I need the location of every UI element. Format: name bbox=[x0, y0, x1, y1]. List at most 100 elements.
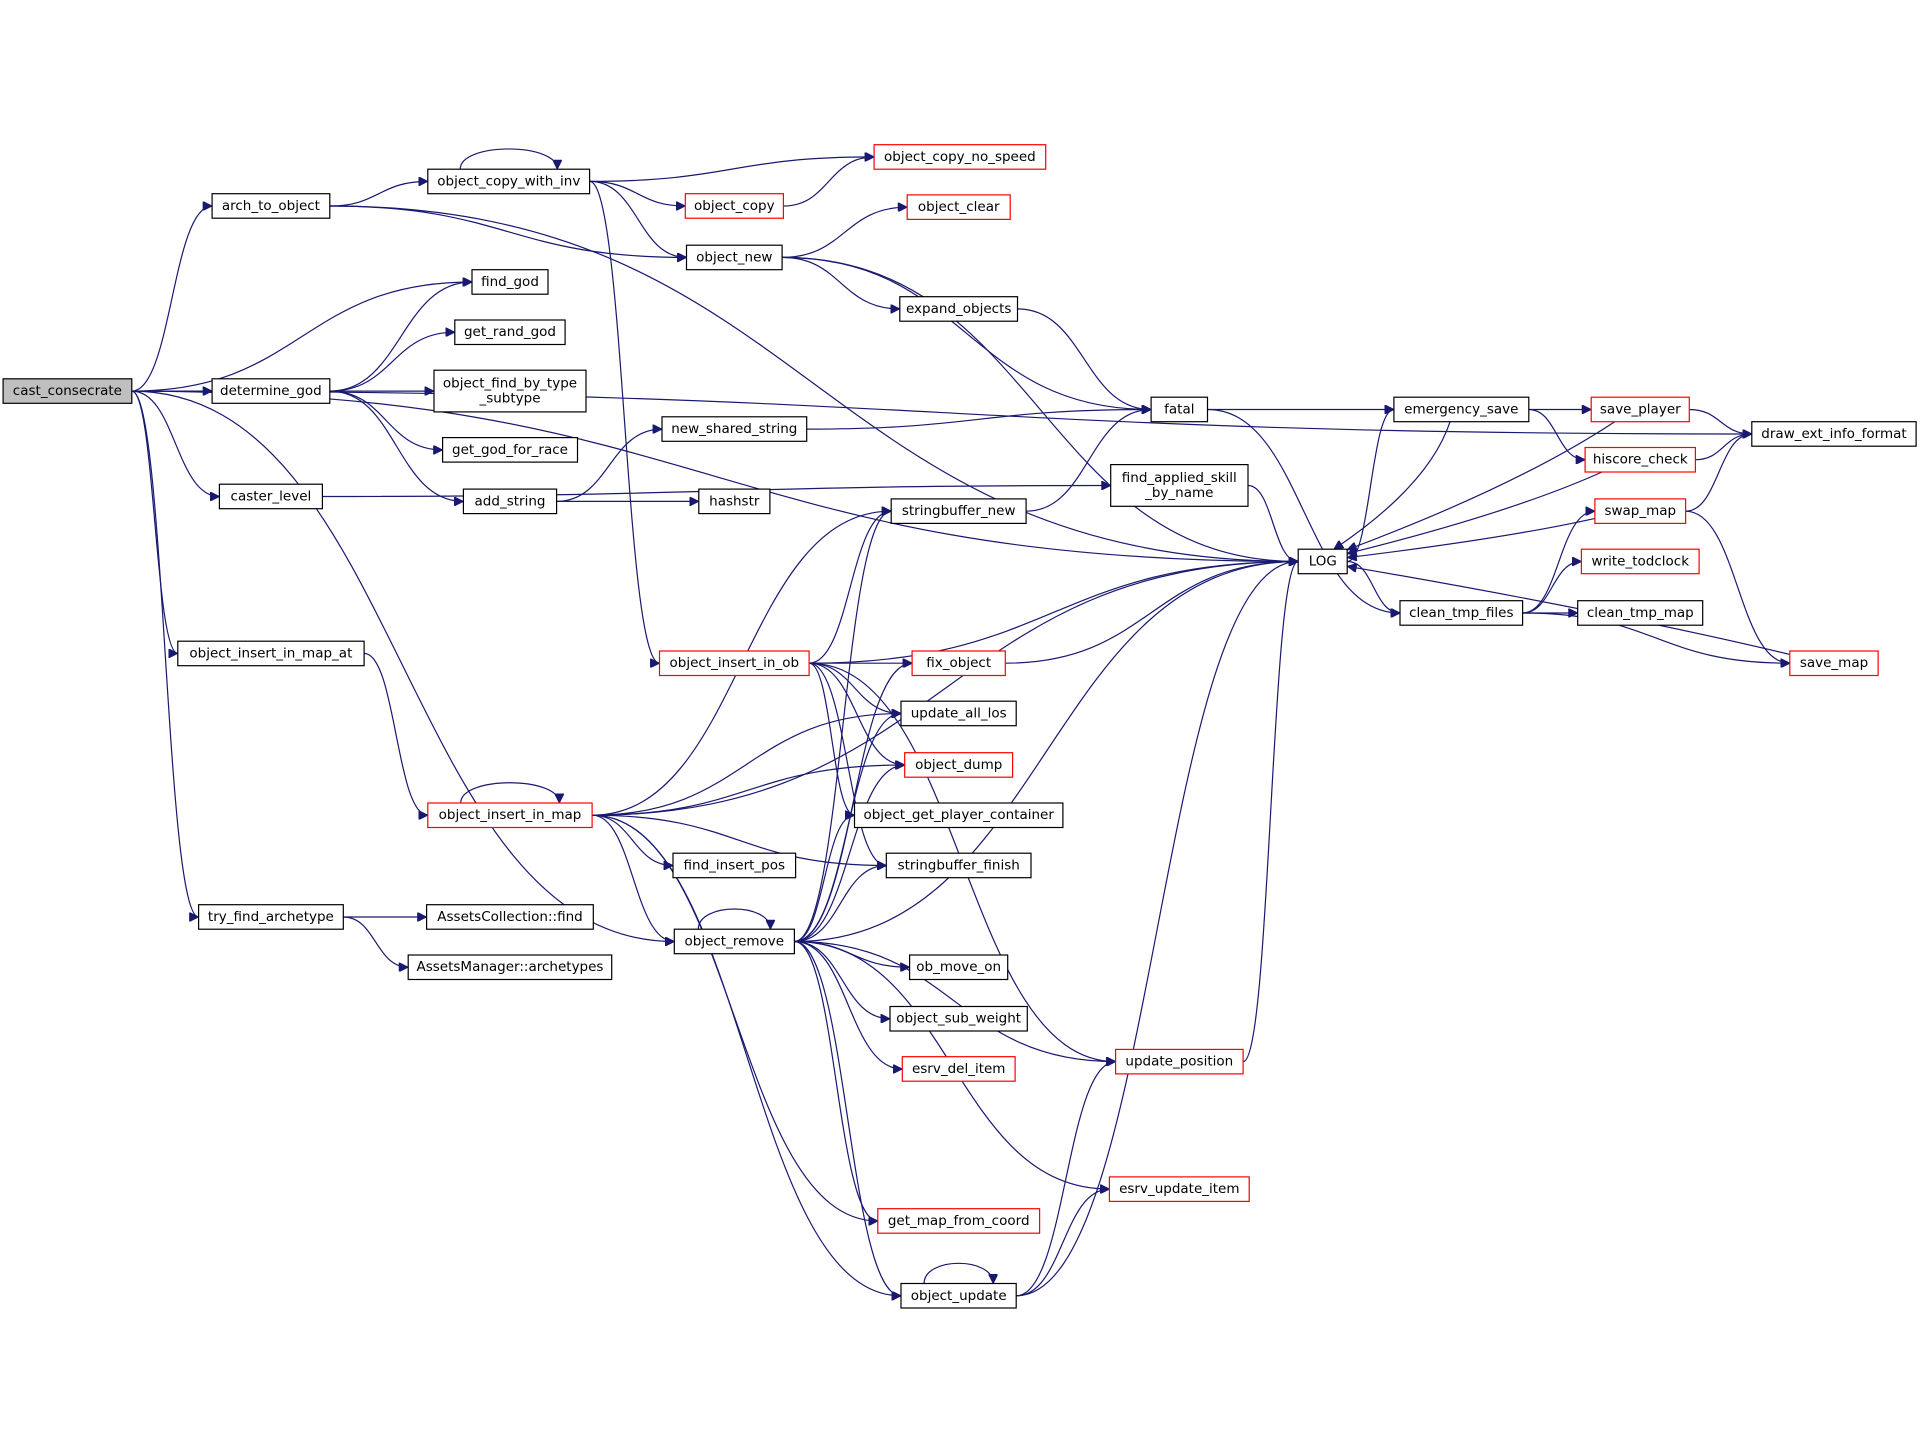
edge-object-copy-with-inv-to-object-copy-with-inv bbox=[459, 148, 557, 169]
edge-swap-map-to-save-map bbox=[1685, 510, 1790, 663]
node-object-find-by-type-subtype[interactable]: object_find_by_type_subtype bbox=[433, 369, 587, 413]
node-object-get-player-container[interactable]: object_get_player_container bbox=[853, 802, 1064, 829]
node-box bbox=[900, 700, 1017, 727]
node-box bbox=[1577, 600, 1704, 626]
node-object-new[interactable]: object_new bbox=[685, 244, 783, 271]
node-hiscore-check[interactable]: hiscore_check bbox=[1584, 446, 1696, 473]
edge-find-applied-skill-by-name-to-log bbox=[1247, 484, 1298, 562]
nodes: cast_consecrate arch_to_object object_copy… bbox=[2, 144, 1917, 1309]
node-box bbox=[698, 488, 771, 515]
node-object-sub-weight[interactable]: object_sub_weight bbox=[889, 1005, 1028, 1032]
node-label: get_rand_god bbox=[464, 324, 556, 340]
node-emergency-save[interactable]: emergency_save bbox=[1393, 396, 1530, 423]
edge-cast-consecrate-to-try-find-archetype bbox=[131, 390, 199, 917]
node-get-god-for-race[interactable]: get_god_for_race bbox=[442, 437, 579, 463]
node-box bbox=[1110, 464, 1249, 507]
node-determine-god[interactable]: determine_god bbox=[211, 378, 331, 404]
node-object-insert-in-map[interactable]: object_insert_in_map bbox=[427, 802, 593, 829]
edge-object-insert-in-map-to-object-remove bbox=[592, 814, 674, 941]
node-stringbuffer-finish[interactable]: stringbuffer_finish bbox=[885, 852, 1032, 879]
node-expand-objects[interactable]: expand_objects bbox=[899, 296, 1019, 322]
node-update-all-los[interactable]: update_all_los bbox=[900, 700, 1017, 727]
edge-object-update-to-update-position bbox=[1016, 1062, 1115, 1297]
node-object-update[interactable]: object_update bbox=[900, 1282, 1017, 1309]
node-get-map-from-coord[interactable]: get_map_from_coord bbox=[877, 1208, 1041, 1234]
node-stringbuffer-new[interactable]: stringbuffer_new bbox=[890, 498, 1027, 524]
node-fix-object[interactable]: fix_object bbox=[911, 650, 1006, 677]
edge-clean-tmp-files-to-save-map bbox=[1522, 612, 1790, 663]
node-label: object_copy bbox=[694, 198, 775, 214]
node-box bbox=[1114, 1048, 1244, 1075]
node-save-player[interactable]: save_player bbox=[1590, 396, 1690, 423]
node-label: save_map bbox=[1800, 655, 1868, 671]
node-label: save_player bbox=[1600, 402, 1681, 418]
edge-object-insert-in-ob-to-stringbuffer-finish bbox=[809, 662, 886, 865]
node-object-clear[interactable]: object_clear bbox=[906, 194, 1011, 220]
node-caster-level[interactable]: caster_level bbox=[218, 483, 323, 510]
node-object-copy-with-inv[interactable]: object_copy_with_inv bbox=[427, 168, 591, 195]
node-label: object_sub_weight bbox=[896, 1011, 1021, 1027]
node-object-copy[interactable]: object_copy bbox=[684, 193, 784, 219]
node-label: object_remove bbox=[684, 934, 784, 950]
node-box bbox=[454, 319, 566, 346]
node-find-god[interactable]: find_god bbox=[471, 269, 549, 295]
node-box bbox=[900, 1282, 1017, 1309]
node-box bbox=[462, 488, 558, 515]
node-save-map[interactable]: save_map bbox=[1789, 650, 1879, 677]
node-ob-move-on[interactable]: ob_move_on bbox=[908, 954, 1009, 981]
edge-object-new-to-object-clear bbox=[782, 207, 907, 258]
node-object-copy-no-speed[interactable]: object_copy_no_speed bbox=[873, 144, 1047, 170]
node-label: AssetsManager::archetypes bbox=[417, 959, 604, 975]
node-assetscollection-find[interactable]: AssetsCollection::find bbox=[426, 904, 594, 930]
node-cast-consecrate[interactable]: cast_consecrate bbox=[2, 378, 133, 404]
node-update-position[interactable]: update_position bbox=[1114, 1048, 1244, 1075]
edge-add-string-to-new-shared-string bbox=[556, 429, 662, 502]
node-arch-to-object[interactable]: arch_to_object bbox=[211, 193, 331, 219]
node-get-rand-god[interactable]: get_rand_god bbox=[454, 319, 566, 346]
node-label: _subtype bbox=[478, 391, 540, 407]
node-label: object_get_player_container bbox=[863, 807, 1054, 823]
node-box bbox=[901, 1056, 1016, 1082]
node-draw-ext-info-format[interactable]: draw_ext_info_format bbox=[1751, 421, 1917, 447]
node-object-insert-in-map-at[interactable]: object_insert_in_map_at bbox=[177, 640, 365, 667]
node-box bbox=[908, 954, 1009, 981]
node-box bbox=[427, 168, 591, 195]
node-box bbox=[211, 193, 331, 219]
edge-arch-to-object-to-object-new bbox=[329, 205, 687, 257]
node-swap-map[interactable]: swap_map bbox=[1594, 498, 1687, 524]
node-esrv-del-item[interactable]: esrv_del_item bbox=[901, 1056, 1016, 1082]
edge-object-insert-in-map-to-object-insert-in-map bbox=[460, 782, 560, 803]
node-add-string[interactable]: add_string bbox=[462, 488, 558, 515]
node-box bbox=[1594, 498, 1687, 524]
node-clean-tmp-map[interactable]: clean_tmp_map bbox=[1577, 600, 1704, 626]
node-hashstr[interactable]: hashstr bbox=[698, 488, 771, 515]
node-new-shared-string[interactable]: new_shared_string bbox=[661, 416, 808, 442]
node-box bbox=[407, 954, 613, 981]
node-box bbox=[1580, 548, 1700, 575]
node-label: swap_map bbox=[1604, 503, 1676, 519]
edge-object-insert-in-ob-to-stringbuffer-new bbox=[809, 511, 891, 664]
node-object-remove[interactable]: object_remove bbox=[673, 928, 795, 955]
edge-object-copy-with-inv-to-object-insert-in-ob bbox=[589, 180, 660, 663]
node-box bbox=[873, 144, 1047, 170]
node-label: clean_tmp_files bbox=[1409, 605, 1513, 621]
node-find-applied-skill-by-name[interactable]: find_applied_skill_by_name bbox=[1110, 464, 1249, 507]
node-write-todclock[interactable]: write_todclock bbox=[1580, 548, 1700, 575]
node-esrv-update-item[interactable]: esrv_update_item bbox=[1108, 1176, 1250, 1203]
node-label: ob_move_on bbox=[916, 959, 1001, 975]
node-object-dump[interactable]: object_dump bbox=[904, 752, 1014, 778]
node-assetsmanager-archetypes[interactable]: AssetsManager::archetypes bbox=[407, 954, 613, 981]
node-box bbox=[433, 369, 587, 413]
edge-object-insert-in-map-at-to-object-insert-in-map bbox=[364, 652, 428, 815]
node-log[interactable]: LOG bbox=[1297, 548, 1348, 575]
node-fatal[interactable]: fatal bbox=[1150, 396, 1209, 423]
node-object-insert-in-ob[interactable]: object_insert_in_ob bbox=[658, 650, 810, 677]
node-box bbox=[1297, 548, 1348, 575]
node-try-find-archetype[interactable]: try_find_archetype bbox=[198, 904, 344, 930]
edge-object-update-to-log bbox=[1016, 562, 1298, 1297]
edge-determine-god-to-find-god bbox=[329, 282, 472, 392]
node-find-insert-pos[interactable]: find_insert_pos bbox=[672, 852, 797, 879]
node-clean-tmp-files[interactable]: clean_tmp_files bbox=[1399, 600, 1524, 626]
node-label: update_all_los bbox=[911, 706, 1007, 722]
node-label: write_todclock bbox=[1592, 554, 1690, 570]
